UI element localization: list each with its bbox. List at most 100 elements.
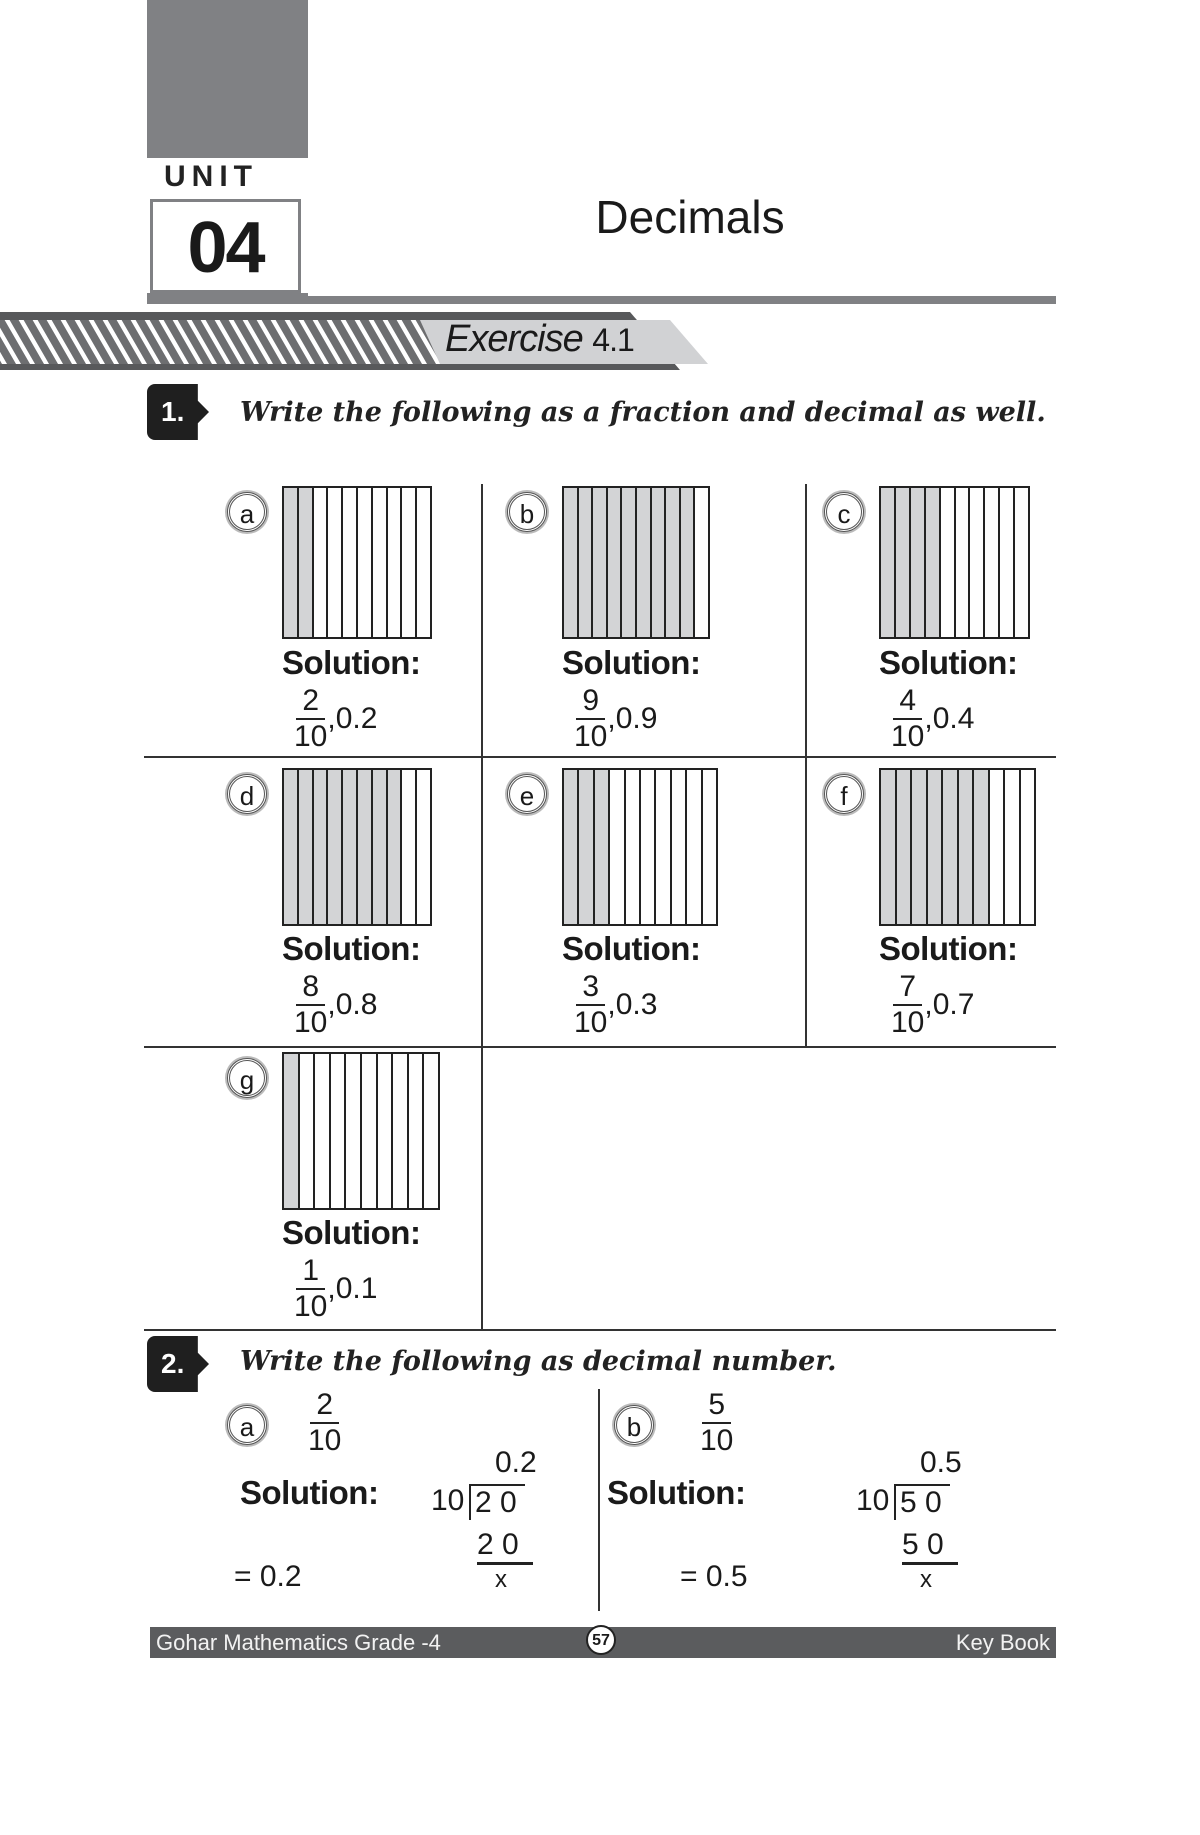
shaded-strip bbox=[387, 770, 403, 924]
unit-label: UNIT bbox=[164, 160, 258, 193]
tenths-grid bbox=[282, 1052, 440, 1210]
empty-strip bbox=[314, 488, 329, 637]
solution-label: Solution: bbox=[562, 644, 701, 681]
shaded-strip bbox=[284, 488, 299, 637]
numerator: 3 bbox=[576, 970, 606, 1006]
solution-label: Solution: bbox=[879, 930, 1018, 967]
long-division-subtract: 2 0 bbox=[477, 1528, 533, 1565]
unit-header-block bbox=[147, 0, 308, 158]
exercise-heading: Exercise 4.1 bbox=[445, 318, 635, 361]
long-division-divisor: 10 bbox=[431, 1484, 465, 1517]
item-label-g: g bbox=[227, 1058, 267, 1098]
item-label-c: c bbox=[824, 492, 864, 532]
shaded-strip bbox=[357, 770, 373, 924]
tenths-grid bbox=[282, 768, 432, 926]
exercise-word: Exercise bbox=[445, 318, 584, 360]
item-label-f: f bbox=[824, 774, 864, 814]
question-1-badge: 1. bbox=[147, 384, 209, 440]
item-label-b: b bbox=[614, 1405, 654, 1445]
denominator: 10 bbox=[294, 1290, 328, 1323]
long-division-remainder: x bbox=[920, 1566, 932, 1593]
empty-strip bbox=[417, 770, 430, 924]
shaded-strip bbox=[912, 770, 928, 924]
q2-divider bbox=[598, 1389, 600, 1611]
tenths-grid bbox=[879, 486, 1030, 639]
shaded-strip bbox=[636, 488, 652, 637]
empty-strip bbox=[610, 770, 626, 924]
footer-right-label: Key Book bbox=[955, 1630, 1050, 1655]
numerator: 1 bbox=[296, 1254, 326, 1290]
long-division-dividend: 2 0 bbox=[469, 1484, 525, 1520]
denominator: 10 bbox=[574, 1006, 608, 1039]
empty-strip bbox=[409, 1054, 425, 1208]
empty-strip bbox=[388, 488, 403, 637]
item-label-b: b bbox=[507, 492, 547, 532]
shaded-strip bbox=[943, 770, 959, 924]
unit-number: 04 bbox=[150, 199, 301, 293]
numerator: 2 bbox=[310, 1388, 340, 1424]
denominator: 10 bbox=[891, 1006, 925, 1039]
numerator: 9 bbox=[576, 684, 606, 720]
numerator: 5 bbox=[702, 1388, 732, 1424]
shaded-strip bbox=[927, 770, 943, 924]
shaded-strip bbox=[680, 488, 696, 637]
shaded-strip bbox=[372, 770, 388, 924]
footer-book-title: Gohar Mathematics Grade -4 bbox=[156, 1630, 441, 1655]
empty-strip bbox=[641, 770, 657, 924]
decimal-value: ,0.4 bbox=[924, 702, 975, 735]
shaded-strip bbox=[298, 770, 314, 924]
shaded-strip bbox=[607, 488, 623, 637]
empty-strip bbox=[424, 1054, 438, 1208]
empty-strip bbox=[1000, 488, 1016, 637]
empty-strip bbox=[941, 488, 956, 637]
shaded-strip bbox=[594, 770, 611, 924]
table-line bbox=[144, 1329, 1056, 1331]
empty-strip bbox=[672, 770, 688, 924]
denominator: 10 bbox=[308, 1424, 342, 1457]
long-division-quotient: 0.5 bbox=[920, 1446, 962, 1479]
empty-strip bbox=[328, 488, 344, 637]
empty-strip bbox=[626, 770, 642, 924]
empty-strip bbox=[417, 488, 430, 637]
empty-strip bbox=[343, 488, 358, 637]
empty-strip bbox=[703, 770, 716, 924]
empty-strip bbox=[358, 488, 373, 637]
denominator: 10 bbox=[700, 1424, 734, 1457]
item-label-d: d bbox=[227, 774, 267, 814]
shaded-strip bbox=[651, 488, 667, 637]
solution-label: Solution: bbox=[282, 644, 421, 681]
shaded-strip bbox=[958, 770, 974, 924]
question-2-badge: 2. bbox=[147, 1336, 209, 1392]
shaded-strip bbox=[896, 770, 912, 924]
page-title: Decimals bbox=[595, 191, 785, 243]
empty-strip bbox=[315, 1054, 331, 1208]
shaded-strip bbox=[593, 488, 608, 637]
shaded-strip bbox=[328, 770, 344, 924]
shaded-strip bbox=[895, 488, 911, 637]
empty-strip bbox=[687, 770, 703, 924]
solution-label: Solution: bbox=[562, 930, 701, 967]
empty-strip bbox=[985, 488, 1001, 637]
banner-light-panel bbox=[420, 320, 708, 364]
item-label-e: e bbox=[507, 774, 547, 814]
numerator: 7 bbox=[893, 970, 923, 1006]
empty-strip bbox=[990, 770, 1005, 924]
empty-strip bbox=[331, 1054, 347, 1208]
empty-strip bbox=[970, 488, 986, 637]
denominator: 10 bbox=[294, 720, 328, 753]
shaded-strip bbox=[974, 770, 990, 924]
shaded-strip bbox=[925, 488, 941, 637]
shaded-strip bbox=[298, 488, 314, 637]
decimal-value: ,0.9 bbox=[607, 702, 658, 735]
